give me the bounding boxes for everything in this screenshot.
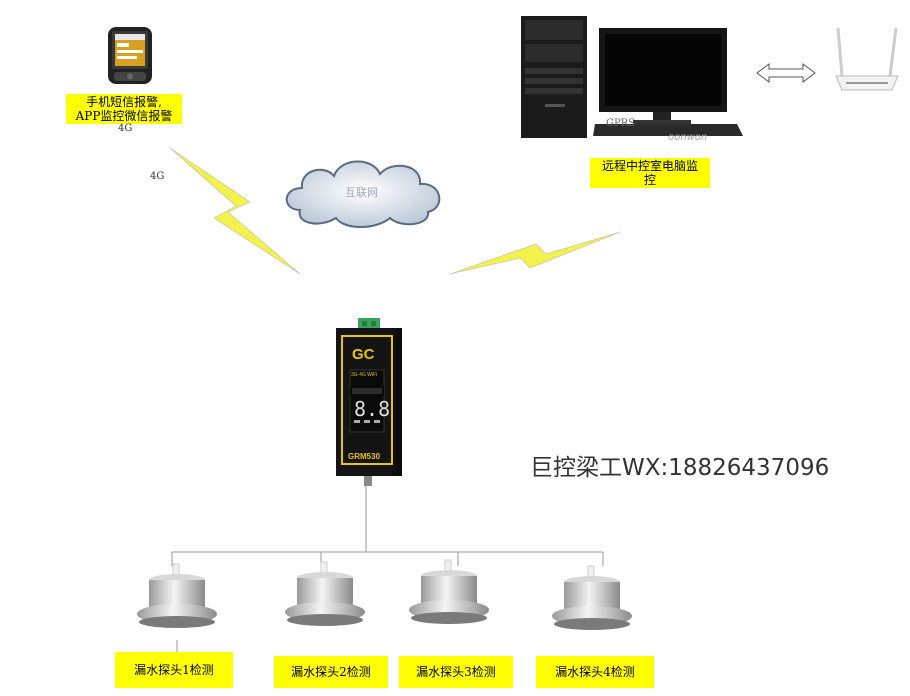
- left-signal-text: 4G: [150, 171, 165, 182]
- sensor-1-label: 漏水探头1检测: [115, 652, 233, 688]
- leak-sensor-4-icon: [552, 565, 632, 630]
- leak-sensor-1-icon: [137, 563, 217, 628]
- sensor-4-label: 漏水探头4检测: [536, 656, 654, 688]
- computer-icon: [521, 16, 743, 138]
- device-indicators: 3G 4G WiFi: [351, 372, 377, 378]
- router-icon: [835, 27, 899, 91]
- leak-sensor-2-icon: [285, 561, 365, 626]
- svg-text:8.8: 8.8: [354, 397, 390, 421]
- computer-monitor-label: 远程中控室电脑监 控: [590, 158, 710, 188]
- phone-label-line2: APP监控微信报警: [75, 109, 173, 123]
- phone-signal-text: 4G: [118, 123, 133, 134]
- device-brand: GC: [352, 346, 375, 363]
- monitor-text: oonwon: [668, 132, 708, 143]
- phone-alert-label: 手机短信报警, APP监控微信报警: [66, 94, 182, 124]
- computer-label-line1: 远程中控室电脑监: [601, 159, 698, 173]
- leak-sensor-3-icon: [409, 559, 489, 624]
- device-model: GRM530: [348, 452, 381, 461]
- phone-icon: [108, 27, 152, 84]
- double-arrow-icon: [756, 63, 816, 83]
- sensor-3-label: 漏水探头3检测: [399, 656, 513, 688]
- phone-label-line1: 手机短信报警,: [86, 95, 162, 109]
- indicator-wifi: WiFi: [367, 372, 378, 378]
- indicator-3g: 3G: [351, 372, 358, 378]
- computer-label-line2: 控: [643, 173, 656, 187]
- cloud-label: 互联网: [345, 186, 378, 199]
- sensor-2-label: 漏水探头2检测: [274, 656, 388, 688]
- gprs-text: GPRS: [606, 118, 636, 129]
- contact-watermark: 巨控梁工WX:18826437096: [530, 455, 830, 481]
- grm530-device: 8.8 GC 3G 4G WiFi GRM530: [334, 318, 406, 486]
- device-body-icon: 8.8: [336, 318, 402, 486]
- internet-cloud-icon: [285, 160, 441, 228]
- indicator-4g: 4G: [359, 372, 366, 378]
